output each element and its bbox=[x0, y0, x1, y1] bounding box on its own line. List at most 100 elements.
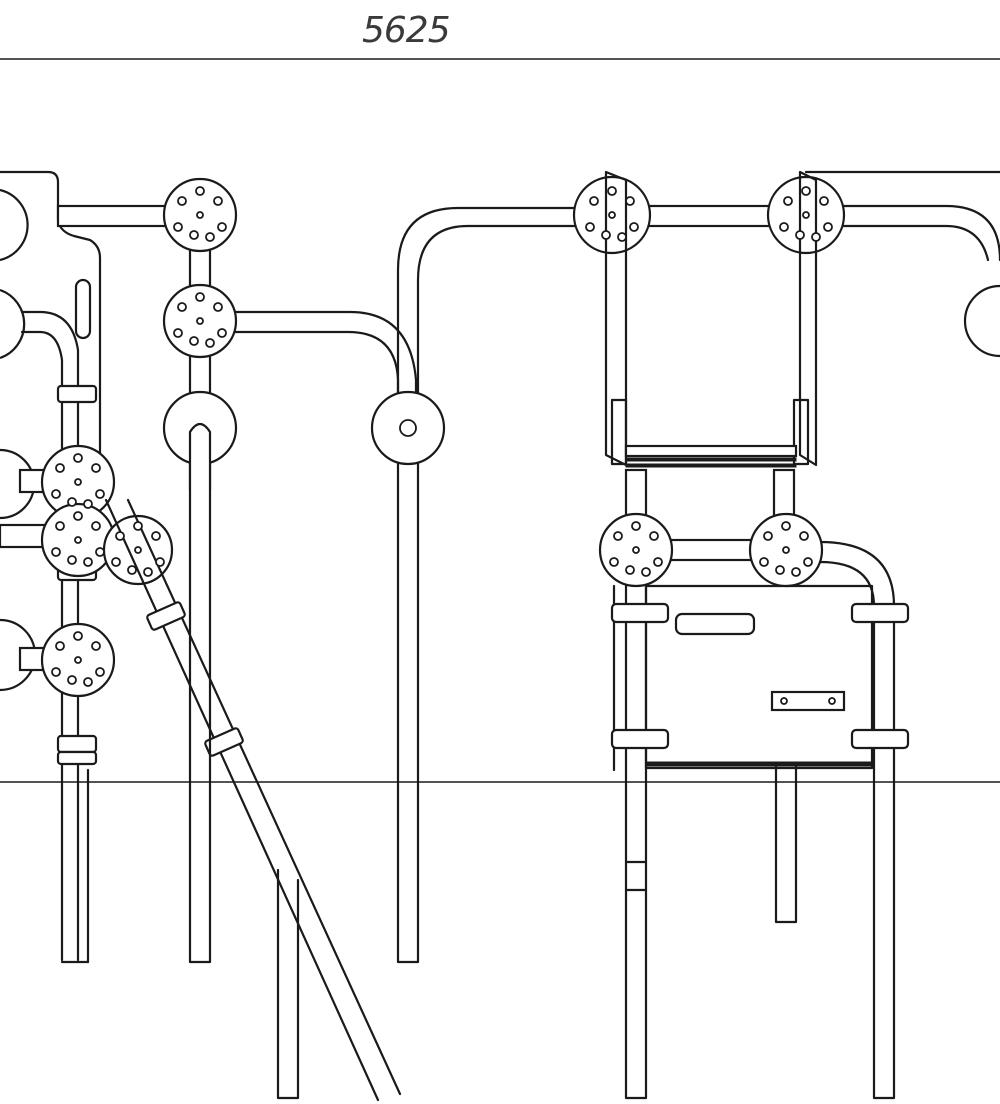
rung-top bbox=[624, 444, 798, 458]
sphere-hole bbox=[205, 338, 215, 348]
plate-screw-2 bbox=[828, 697, 836, 705]
leg-clamp-2 bbox=[610, 728, 670, 750]
sphere-hole bbox=[653, 557, 663, 567]
top-bar-left bbox=[56, 204, 170, 228]
deck-edge bbox=[645, 761, 873, 767]
sphere-hole bbox=[802, 211, 810, 219]
climbing-wall-left bbox=[0, 170, 174, 964]
leg-clamp-4 bbox=[850, 728, 910, 750]
clamp-4 bbox=[56, 750, 98, 766]
short-post bbox=[276, 868, 300, 1100]
sphere-hole bbox=[632, 546, 640, 554]
post-cap bbox=[188, 422, 212, 490]
sphere-hole bbox=[51, 547, 61, 557]
sphere-hole bbox=[95, 667, 105, 677]
sphere-hole bbox=[649, 531, 659, 541]
leg-clamp-1 bbox=[610, 602, 670, 624]
sphere-hole bbox=[95, 547, 105, 557]
sphere-hole bbox=[803, 557, 813, 567]
sphere-hole bbox=[83, 677, 93, 687]
dimension-annotation: 5625 bbox=[0, 10, 1000, 60]
sphere-hole bbox=[609, 557, 619, 567]
sphere-hole bbox=[823, 222, 833, 232]
sphere-hole bbox=[799, 531, 809, 541]
post-segment-2 bbox=[188, 352, 212, 396]
clamp-1 bbox=[56, 384, 98, 404]
sphere-hole bbox=[73, 453, 83, 463]
sphere-hole bbox=[783, 196, 793, 206]
sphere-hole bbox=[625, 196, 635, 206]
sphere-hole bbox=[629, 222, 639, 232]
sphere-hole bbox=[83, 499, 93, 509]
plate-bracket-left bbox=[610, 398, 628, 466]
sphere-hole bbox=[155, 557, 165, 567]
side-plate-right bbox=[798, 170, 818, 467]
sphere-hole bbox=[213, 196, 223, 206]
sphere-hole bbox=[91, 641, 101, 651]
sphere-hole bbox=[217, 328, 227, 338]
sphere-hole bbox=[811, 232, 821, 242]
sphere-hole bbox=[51, 489, 61, 499]
sphere-hole bbox=[91, 521, 101, 531]
support-leg bbox=[774, 764, 798, 924]
pole-edge-1 bbox=[104, 498, 380, 1102]
top-bar-mid bbox=[644, 204, 778, 228]
sphere-hole bbox=[189, 230, 199, 240]
sphere-hole bbox=[205, 232, 215, 242]
plate-bracket-right bbox=[792, 398, 810, 466]
sphere-hole bbox=[51, 667, 61, 677]
arm-pipe-top bbox=[232, 310, 418, 397]
sphere-hole bbox=[801, 186, 811, 196]
sphere-hole bbox=[83, 557, 93, 567]
bent-pipe-left bbox=[20, 310, 80, 962]
sphere-hole bbox=[196, 317, 204, 325]
sphere-hole bbox=[195, 186, 205, 196]
pole-clamp-1 bbox=[146, 601, 186, 631]
sphere-hole bbox=[177, 196, 187, 206]
diagonal-pole bbox=[104, 498, 402, 1102]
pole-clamp-2 bbox=[204, 727, 244, 757]
sphere-hole bbox=[759, 557, 769, 567]
post-segment-1 bbox=[188, 246, 212, 290]
rung-line-1 bbox=[625, 457, 797, 462]
sphere-hole bbox=[196, 211, 204, 219]
sphere-hole bbox=[589, 196, 599, 206]
sphere-hole bbox=[95, 489, 105, 499]
sphere-hole bbox=[73, 511, 83, 521]
clamp-3 bbox=[56, 734, 98, 754]
sphere-hole bbox=[625, 565, 635, 575]
sphere-hole bbox=[151, 531, 161, 541]
sphere-hole bbox=[173, 222, 183, 232]
sphere-hole bbox=[775, 565, 785, 575]
rung-line-2 bbox=[625, 463, 797, 468]
cross-bar bbox=[666, 538, 756, 562]
sphere-hole bbox=[631, 521, 641, 531]
sphere-hole bbox=[213, 302, 223, 312]
sphere-hole bbox=[55, 463, 65, 473]
post-lower bbox=[188, 438, 212, 964]
sphere-hole bbox=[189, 336, 199, 346]
frame-arch-outer bbox=[396, 206, 582, 397]
wall-panel-outline bbox=[0, 170, 102, 462]
sphere-hole bbox=[641, 567, 651, 577]
sphere-hole bbox=[607, 186, 617, 196]
sphere-hole bbox=[111, 557, 121, 567]
sphere-hole bbox=[55, 641, 65, 651]
top-bar-right-outer bbox=[840, 204, 1000, 262]
sphere-hole bbox=[613, 531, 623, 541]
sphere-hole bbox=[608, 211, 616, 219]
sphere-hole bbox=[585, 222, 595, 232]
sphere-hole bbox=[782, 546, 790, 554]
sphere-hole bbox=[74, 478, 82, 486]
sphere-hole bbox=[67, 497, 77, 507]
sphere-hole bbox=[177, 302, 187, 312]
post-right-upper bbox=[772, 468, 796, 522]
sphere-hole bbox=[115, 531, 125, 541]
hub-sphere-edge-right bbox=[963, 284, 1000, 358]
sphere-hole bbox=[127, 565, 137, 575]
sphere-holes bbox=[51, 186, 833, 687]
sphere-hole bbox=[399, 419, 417, 437]
central-frame bbox=[56, 175, 1000, 1100]
platform-structure bbox=[598, 170, 1000, 1100]
